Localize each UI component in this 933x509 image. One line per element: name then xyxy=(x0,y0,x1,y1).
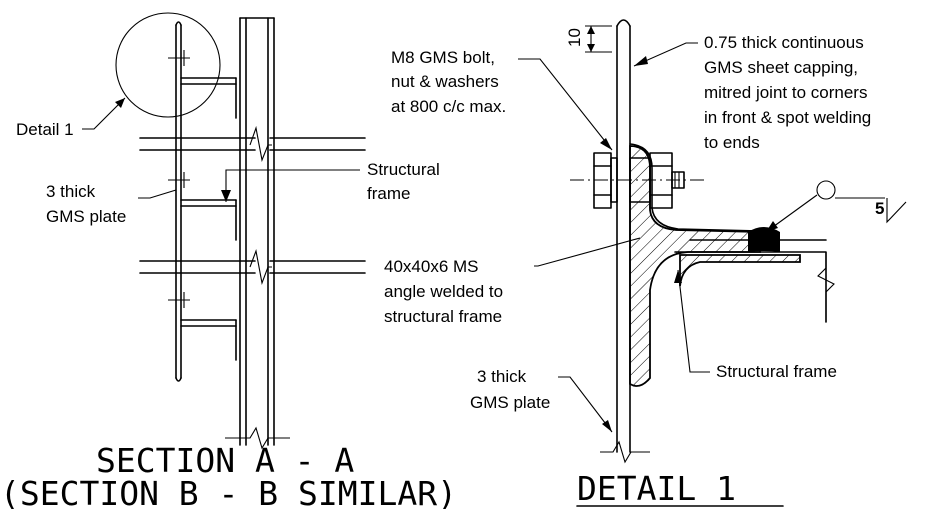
frame-label-line2: frame xyxy=(367,184,410,203)
weld-size: 5 xyxy=(875,199,884,218)
angle-label-line3: structural frame xyxy=(384,307,502,326)
detail-leader-arrow xyxy=(115,98,125,108)
detail-view: 10 xyxy=(384,19,907,508)
detail-structural-frame xyxy=(674,239,835,323)
frame-label-detail: Structural frame xyxy=(716,362,837,381)
section-subtitle: (SECTION B - B SIMILAR) xyxy=(0,474,457,509)
angle-bracket-top xyxy=(168,50,237,119)
detail-callout-circle xyxy=(115,12,221,118)
plate-label-detail-line1: 3 thick xyxy=(477,367,527,386)
fillet-weld xyxy=(748,227,780,252)
horizontal-member-upper xyxy=(139,125,366,162)
angle-bracket-bottom xyxy=(168,292,237,361)
capping-label-line4: in front & spot welding xyxy=(704,108,871,127)
dimension-value: 10 xyxy=(565,28,584,47)
detail-leader xyxy=(82,97,126,130)
structural-frame-column xyxy=(239,17,275,446)
bottom-break-mark xyxy=(225,426,290,450)
section-title: SECTION A - A xyxy=(96,441,354,480)
detail-title: DETAIL 1 xyxy=(577,469,736,508)
horizontal-member-lower xyxy=(139,248,366,286)
capping-label-line5: to ends xyxy=(704,133,760,152)
weld-symbol: 5 xyxy=(765,180,907,233)
bolt-label-line3: at 800 c/c max. xyxy=(391,97,506,116)
angle-leader xyxy=(534,237,641,267)
gms-plate xyxy=(175,21,182,382)
plate-label-line2: GMS plate xyxy=(46,207,126,226)
frame-leader-arrow xyxy=(221,190,231,202)
bolt-assembly xyxy=(570,152,705,209)
frame-leader-detail xyxy=(677,269,710,373)
angle-bracket-middle xyxy=(168,172,237,241)
capping-label-line1: 0.75 thick continuous xyxy=(704,33,864,52)
plate-label-line1: 3 thick xyxy=(46,182,96,201)
capping-leader xyxy=(633,42,698,67)
frame-label-line1: Structural xyxy=(367,160,440,179)
plate-label-detail-line2: GMS plate xyxy=(470,393,550,412)
angle-label-line2: angle welded to xyxy=(384,282,503,301)
bolt-label-line2: nut & washers xyxy=(391,72,499,91)
angle-label-line1: 40x40x6 MS xyxy=(384,257,479,276)
detail-1-label: Detail 1 xyxy=(16,120,74,139)
plate-leader xyxy=(138,189,177,199)
capping-label-line2: GMS sheet capping, xyxy=(704,58,858,77)
plate-leader-detail xyxy=(558,376,613,433)
dimension-10: 10 xyxy=(565,25,612,53)
bolt-label-line1: M8 GMS bolt, xyxy=(391,48,495,67)
capping-label-line3: mitred joint to corners xyxy=(704,83,867,102)
bolt-leader xyxy=(518,58,613,151)
section-view: Detail 1 3 thick GMS plate Structural fr… xyxy=(0,12,457,509)
